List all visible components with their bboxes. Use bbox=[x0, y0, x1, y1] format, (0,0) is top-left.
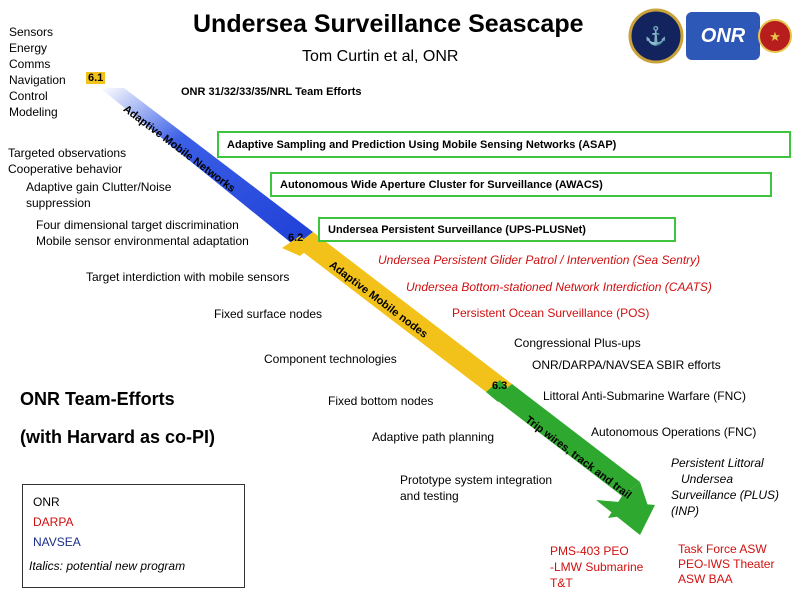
program-sea-sentry: Undersea Persistent Glider Patrol / Inte… bbox=[378, 253, 701, 267]
legend-onr: ONR bbox=[33, 495, 60, 509]
plus-line: Undersea bbox=[681, 472, 734, 486]
page-title: Undersea Surveillance Seascape bbox=[193, 10, 584, 38]
arrow-segment-yellow bbox=[295, 232, 512, 398]
topic-prototype-2: and testing bbox=[400, 489, 459, 503]
topic-interdiction: Target interdiction with mobile sensors bbox=[86, 270, 290, 284]
topic-fixed-bottom: Fixed bottom nodes bbox=[328, 394, 434, 408]
program-awacs: Autonomous Wide Aperture Cluster for Sur… bbox=[280, 179, 603, 191]
program-pos: Persistent Ocean Surveillance (POS) bbox=[452, 306, 650, 320]
transition-task-force: Task Force ASW PEO-IWS Theater ASW BAA bbox=[678, 542, 774, 587]
topic-item: Sensors bbox=[9, 25, 54, 39]
arrow-head bbox=[596, 500, 655, 535]
program-box-awacs: Autonomous Wide Aperture Cluster for Sur… bbox=[270, 172, 772, 197]
transition-line: ASW BAA bbox=[678, 572, 733, 586]
plus-line: Persistent Littoral bbox=[671, 456, 764, 470]
legend: ONR DARPA NAVSEA Italics: potential new … bbox=[22, 484, 245, 588]
topic-item: Comms bbox=[9, 57, 51, 71]
program-box-ups: Undersea Persistent Surveillance (UPS-PL… bbox=[318, 217, 676, 242]
program-box-asap: Adaptive Sampling and Prediction Using M… bbox=[217, 131, 791, 158]
navy-seal-icon bbox=[628, 8, 684, 64]
program-sbir: ONR/DARPA/NAVSEA SBIR efforts bbox=[532, 358, 721, 372]
topic-fixed-surface: Fixed surface nodes bbox=[214, 307, 323, 321]
program-fnc-asw: Littoral Anti-Submarine Warfare (FNC) bbox=[543, 389, 746, 403]
stage-marker-6-2 bbox=[282, 236, 312, 256]
transition-line: PEO-IWS Theater bbox=[678, 557, 775, 571]
usmc-seal-icon bbox=[758, 19, 792, 53]
transition-line: T&T bbox=[550, 576, 573, 590]
logo-row: ⚓ ONR ★ bbox=[628, 8, 792, 64]
transition-line: Task Force ASW bbox=[678, 542, 767, 556]
transition-line: PMS-403 PEO bbox=[550, 544, 629, 558]
program-ups: Undersea Persistent Surveillance (UPS-PL… bbox=[328, 224, 586, 236]
team-efforts-label: ONR 31/32/33/35/NRL Team Efforts bbox=[181, 86, 362, 98]
program-plus: Persistent Littoral Undersea Surveillanc… bbox=[671, 455, 779, 519]
legend-navsea: NAVSEA bbox=[33, 535, 81, 549]
topic-item: Modeling bbox=[9, 105, 58, 119]
team-efforts-heading: ONR Team-Efforts bbox=[20, 389, 175, 409]
stage-6-1: 6.1 bbox=[86, 72, 106, 84]
svg-text:ONR: ONR bbox=[701, 25, 746, 47]
svg-text:★: ★ bbox=[769, 29, 781, 44]
plus-line: Surveillance (PLUS) bbox=[671, 488, 780, 502]
program-congressional: Congressional Plus-ups bbox=[514, 336, 641, 350]
topic-adaptive-path: Adaptive path planning bbox=[372, 430, 495, 444]
transition-line: -LMW Submarine bbox=[550, 560, 644, 574]
topic-component-tech: Component technologies bbox=[264, 352, 397, 366]
svg-text:⚓: ⚓ bbox=[645, 25, 667, 46]
page-subtitle: Tom Curtin et al, ONR bbox=[302, 48, 459, 65]
transition-pms: PMS-403 PEO -LMW Submarine T&T bbox=[550, 543, 643, 591]
stage-6-2: 6.2 bbox=[288, 232, 304, 244]
program-fnc-auto: Autonomous Operations (FNC) bbox=[591, 425, 757, 439]
topic-item: Control bbox=[9, 89, 48, 103]
topic-four-dim: Four dimensional target discrimination bbox=[36, 218, 239, 232]
plus-line: (INP) bbox=[671, 504, 699, 518]
program-asap: Adaptive Sampling and Prediction Using M… bbox=[227, 139, 617, 151]
team-harvard-subheading: (with Harvard as co-PI) bbox=[20, 427, 216, 447]
topic-suppression: suppression bbox=[26, 196, 91, 210]
stage-marker-6-3 bbox=[486, 380, 510, 402]
topic-mobile-env: Mobile sensor environmental adaptation bbox=[36, 234, 249, 248]
onr-logo-icon bbox=[686, 12, 760, 60]
topic-prototype-1: Prototype system integration bbox=[400, 473, 553, 487]
stage-6-3: 6.3 bbox=[492, 380, 508, 392]
legend-italics-note: Italics: potential new program bbox=[29, 559, 186, 573]
topic-targeted: Targeted observations bbox=[8, 146, 127, 160]
legend-darpa: DARPA bbox=[33, 515, 74, 529]
topic-adaptive-gain: Adaptive gain Clutter/Noise bbox=[26, 180, 172, 194]
arrow-segment-blue bbox=[100, 88, 313, 246]
arrow-segment-green bbox=[494, 384, 640, 496]
program-caats: Undersea Bottom-stationed Network Interd… bbox=[406, 280, 712, 294]
topic-cooperative: Cooperative behavior bbox=[8, 162, 123, 176]
agency-logos: ⚓ ONR ★ bbox=[628, 8, 792, 64]
topic-item: Energy bbox=[9, 41, 48, 55]
topic-list: Sensors Energy Comms Navigation Control … bbox=[9, 24, 66, 120]
topic-item: Navigation bbox=[9, 73, 66, 87]
